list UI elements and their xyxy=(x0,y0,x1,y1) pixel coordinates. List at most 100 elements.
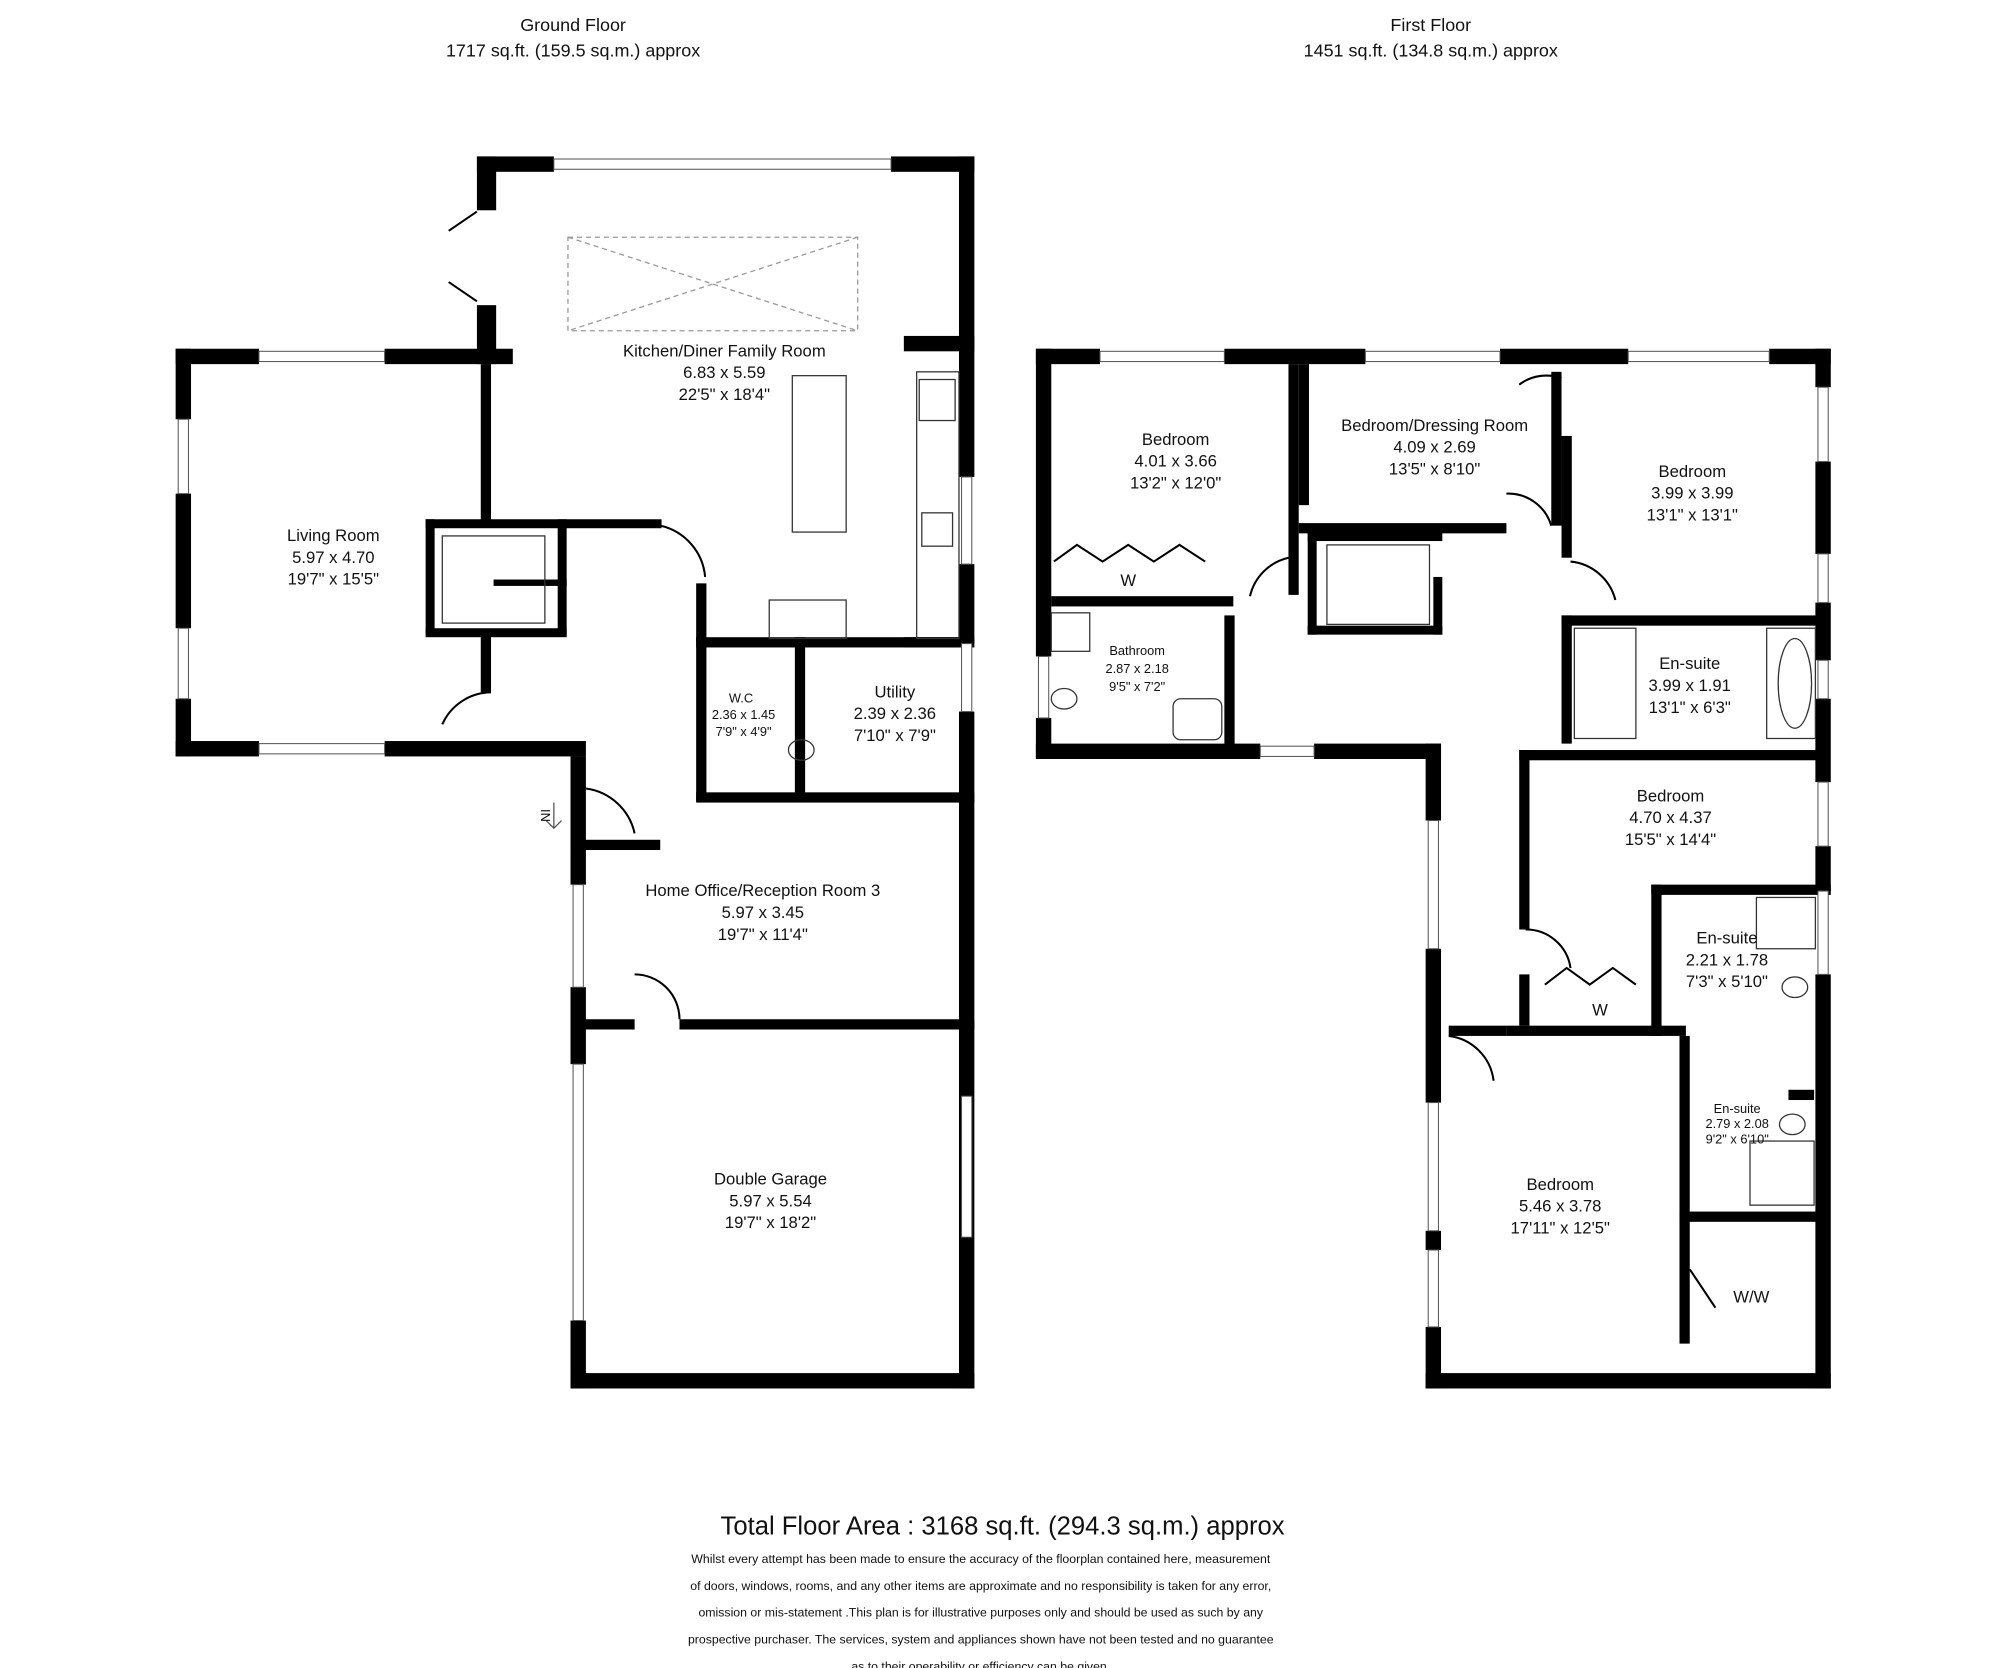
room-name: En-suite xyxy=(1659,654,1720,673)
wall xyxy=(1815,348,1831,388)
disclaimer-line: as to their operability or efficiency ca… xyxy=(851,1660,1110,1668)
wall xyxy=(1500,348,1629,365)
skylight-cross xyxy=(567,236,858,332)
wardrobe-doors xyxy=(1544,966,1637,986)
wall xyxy=(958,156,975,477)
wall xyxy=(1519,750,1827,761)
room-name: Bedroom xyxy=(1142,430,1210,449)
room-metric: 2.79 x 2.08 xyxy=(1705,1116,1768,1131)
window xyxy=(1817,781,1829,847)
wall xyxy=(1224,615,1235,757)
room-name: Double Garage xyxy=(714,1170,827,1189)
room-imperial: 19'7" x 15'5" xyxy=(288,570,379,589)
room-imperial: 7'9" x 4'9" xyxy=(716,724,772,739)
room-imperial: 13'5" x 8'10" xyxy=(1389,459,1480,478)
wall xyxy=(384,741,586,757)
wall xyxy=(570,1019,635,1030)
first-floor-title: First Floor xyxy=(1390,15,1471,35)
wall xyxy=(1551,371,1562,526)
bath-ensuite xyxy=(1766,627,1817,740)
window xyxy=(1427,1102,1439,1232)
room-metric: 2.39 x 2.36 xyxy=(854,704,936,723)
skylight xyxy=(567,236,859,332)
room-bedroom-4: Bedroom 5.46 x 3.78 17'11" x 12'5" W/W xyxy=(1511,1175,1770,1307)
room-name: Home Office/Reception Room 3 xyxy=(645,881,880,900)
wall xyxy=(1788,1089,1815,1101)
window xyxy=(1817,890,1829,975)
window xyxy=(1259,745,1315,757)
window xyxy=(1364,350,1501,363)
wall xyxy=(175,741,259,757)
ground-floor-title: Ground Floor xyxy=(520,15,626,35)
room-dressing: Bedroom/Dressing Room 4.09 x 2.69 13'5" … xyxy=(1341,416,1528,479)
room-imperial: 19'7" x 11'4" xyxy=(718,925,808,944)
door-swing xyxy=(585,787,636,834)
window xyxy=(177,627,189,700)
window xyxy=(1817,553,1829,604)
stairs xyxy=(1326,544,1431,626)
window xyxy=(572,884,584,988)
door-swing xyxy=(1506,492,1553,526)
window xyxy=(177,418,189,495)
wall xyxy=(1815,698,1831,783)
wall xyxy=(1561,615,1818,626)
door-swing xyxy=(660,524,707,578)
window xyxy=(1427,820,1439,950)
window xyxy=(1427,1249,1439,1328)
wall xyxy=(1651,884,1831,895)
wall xyxy=(570,987,586,1026)
shower-tray xyxy=(1573,627,1637,740)
window xyxy=(258,350,386,363)
room-name: Kitchen/Diner Family Room xyxy=(623,341,826,360)
door-swing xyxy=(441,691,492,725)
wall xyxy=(1506,1025,1686,1036)
entrance-label: IN xyxy=(538,809,553,822)
toilet xyxy=(1778,1113,1806,1136)
wall xyxy=(1051,596,1234,607)
wardrobe-label: W/W xyxy=(1733,1288,1769,1307)
shower-tray xyxy=(1050,612,1091,652)
wall xyxy=(1307,532,1317,635)
toilet xyxy=(1781,976,1809,999)
room-bedroom-3: Bedroom 4.70 x 4.37 15'5" x 14'4" W xyxy=(1592,786,1716,1019)
wall xyxy=(1035,348,1052,657)
breakfast-bar xyxy=(768,599,847,640)
room-metric: 5.97 x 3.45 xyxy=(722,903,804,922)
wall xyxy=(1815,602,1831,661)
total-floor-area: Total Floor Area : 3168 sq.ft. (294.3 sq… xyxy=(721,1513,1285,1541)
room-metric: 2.87 x 2.18 xyxy=(1105,661,1168,676)
room-bathroom: Bathroom 2.87 x 2.18 9'5" x 7'2" xyxy=(1105,643,1168,694)
wall xyxy=(679,1019,975,1030)
wall xyxy=(1298,523,1507,534)
wall xyxy=(1519,974,1530,1026)
shower-tray xyxy=(1755,896,1817,950)
room-name: W.C xyxy=(729,691,753,706)
window xyxy=(1817,386,1829,463)
room-metric: 4.01 x 3.66 xyxy=(1134,452,1216,471)
entrance-arrow xyxy=(545,802,562,830)
room-imperial: 13'2" x 12'0" xyxy=(1130,473,1221,492)
wall xyxy=(958,711,975,1389)
window xyxy=(1037,655,1050,719)
wardrobe-label: W xyxy=(1592,1000,1608,1019)
fixtures xyxy=(441,210,1817,1309)
door-swing xyxy=(1688,1268,1717,1309)
room-office: Home Office/Reception Room 3 5.97 x 3.45… xyxy=(645,881,880,944)
room-name: Utility xyxy=(875,682,916,701)
room-metric: 5.97 x 5.54 xyxy=(729,1191,811,1210)
wall xyxy=(1314,743,1442,759)
wardrobe-doors xyxy=(1053,543,1206,563)
room-name: Bedroom/Dressing Room xyxy=(1341,416,1528,435)
wardrobe-label: W xyxy=(1120,571,1136,590)
room-ensuite-2: En-suite 2.21 x 1.78 7'3" x 5'10" xyxy=(1686,929,1768,992)
ground-floor-area: 1717 sq.ft. (159.5 sq.m.) approx xyxy=(446,40,700,60)
kitchen-sink xyxy=(921,512,954,547)
wall xyxy=(1815,974,1831,1389)
wall xyxy=(1425,1230,1442,1251)
room-metric: 4.70 x 4.37 xyxy=(1629,808,1711,827)
window xyxy=(553,158,892,170)
wall xyxy=(1519,750,1530,930)
kitchen-island xyxy=(791,375,847,533)
room-imperial: 13'1" x 6'3" xyxy=(1649,698,1731,717)
